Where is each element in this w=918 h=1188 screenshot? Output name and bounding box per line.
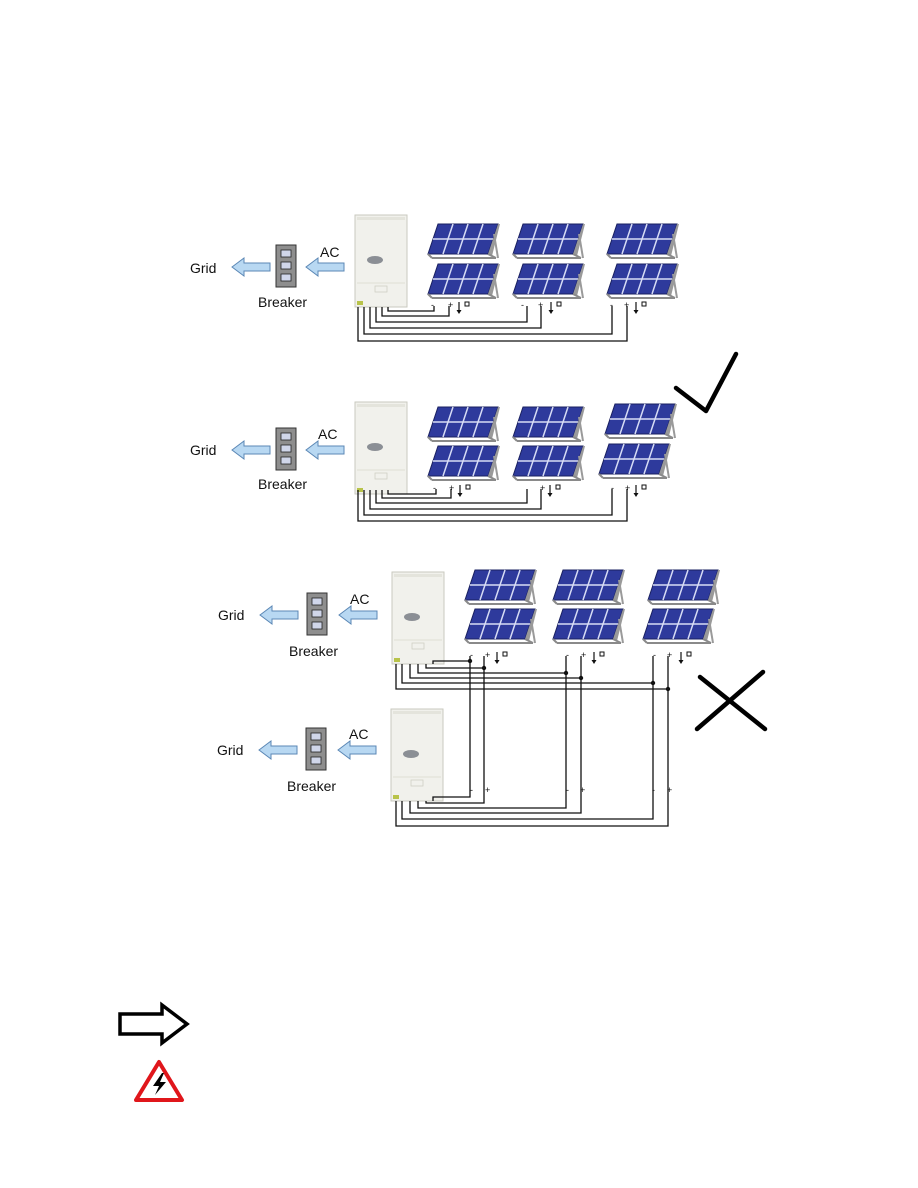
ac-label: AC xyxy=(320,244,339,260)
breaker-label: Breaker xyxy=(289,643,338,659)
cross-mark-icon xyxy=(694,669,768,732)
ground-icon xyxy=(455,301,470,315)
inverter-icon xyxy=(390,708,444,802)
solar-panel-icon xyxy=(552,608,626,644)
ground-icon xyxy=(547,301,562,315)
minus-terminal: - xyxy=(470,650,473,660)
grid-label: Grid xyxy=(190,442,216,458)
grid-label: Grid xyxy=(217,742,243,758)
diagram-2-correct: Grid Breaker AC - + + - + xyxy=(190,401,678,522)
dc-wiring xyxy=(395,656,671,827)
ground-icon xyxy=(493,651,508,665)
solar-panel-icon xyxy=(512,223,586,259)
plus-terminal: + xyxy=(485,785,490,795)
ac-arrow-icon xyxy=(338,605,378,625)
minus-terminal: - xyxy=(566,785,569,795)
minus-terminal: - xyxy=(653,650,656,660)
minus-terminal: - xyxy=(610,300,613,310)
plus-terminal: + xyxy=(485,650,490,660)
solar-panel-icon xyxy=(642,608,716,644)
plus-terminal: + xyxy=(540,483,545,493)
grid-arrow-icon xyxy=(231,257,271,277)
diagram-1-correct: Grid Breaker AC - + - + - + xyxy=(190,214,680,342)
ac-label: AC xyxy=(318,426,337,442)
minus-terminal: - xyxy=(521,300,524,310)
ground-icon xyxy=(632,484,647,498)
check-mark-icon xyxy=(673,351,739,414)
plus-terminal: + xyxy=(449,483,454,493)
ground-icon xyxy=(632,301,647,315)
ground-icon xyxy=(456,484,471,498)
plus-terminal: + xyxy=(667,650,672,660)
solar-panel-icon xyxy=(427,406,501,442)
breaker-label: Breaker xyxy=(287,778,336,794)
solar-panel-icon xyxy=(512,263,586,299)
ac-arrow-icon xyxy=(305,257,345,277)
dc-wiring xyxy=(357,306,628,342)
solar-panel-icon xyxy=(512,406,586,442)
solar-panel-icon xyxy=(427,445,501,481)
minus-terminal: - xyxy=(566,650,569,660)
solar-panel-icon xyxy=(606,263,680,299)
grid-label: Grid xyxy=(190,260,216,276)
breaker-icon xyxy=(306,592,328,636)
solar-panel-icon xyxy=(464,608,538,644)
breaker-icon xyxy=(305,727,327,771)
electrical-warning-icon xyxy=(134,1060,184,1102)
grid-label: Grid xyxy=(218,607,244,623)
minus-terminal: - xyxy=(611,483,614,493)
breaker-icon xyxy=(275,427,297,471)
ground-icon xyxy=(546,484,561,498)
solar-panel-icon xyxy=(598,443,672,479)
solar-panel-icon xyxy=(427,263,501,299)
minus-terminal: - xyxy=(431,300,434,310)
plus-terminal: + xyxy=(581,650,586,660)
solar-panel-icon xyxy=(464,569,538,605)
grid-arrow-icon xyxy=(258,740,298,760)
plus-terminal: + xyxy=(448,300,453,310)
solar-panel-icon xyxy=(647,569,721,605)
solar-panel-icon xyxy=(606,223,680,259)
solar-panel-icon xyxy=(512,445,586,481)
minus-terminal: - xyxy=(433,483,436,493)
right-arrow-icon xyxy=(118,1001,190,1047)
solar-panel-icon xyxy=(604,403,678,439)
ac-label: AC xyxy=(350,591,369,607)
inverter-icon xyxy=(354,214,408,308)
plus-terminal: + xyxy=(625,483,630,493)
solar-panel-icon xyxy=(552,569,626,605)
breaker-label: Breaker xyxy=(258,294,307,310)
inverter-icon xyxy=(354,401,408,495)
solar-panel-icon xyxy=(427,223,501,259)
plus-terminal: + xyxy=(580,785,585,795)
ac-arrow-icon xyxy=(305,440,345,460)
minus-terminal: - xyxy=(470,785,473,795)
dc-wiring xyxy=(357,489,628,522)
grid-arrow-icon xyxy=(231,440,271,460)
plus-terminal: + xyxy=(624,300,629,310)
plus-terminal: + xyxy=(667,785,672,795)
breaker-label: Breaker xyxy=(258,476,307,492)
inverter-icon xyxy=(391,571,445,665)
diagram-3-incorrect: Grid Breaker AC - + - + - + Grid Breaker… xyxy=(217,569,721,827)
breaker-icon xyxy=(275,244,297,288)
grid-arrow-icon xyxy=(259,605,299,625)
ac-arrow-icon xyxy=(337,740,377,760)
ac-label: AC xyxy=(349,726,368,742)
ground-icon xyxy=(590,651,605,665)
ground-icon xyxy=(677,651,692,665)
plus-terminal: + xyxy=(538,300,543,310)
